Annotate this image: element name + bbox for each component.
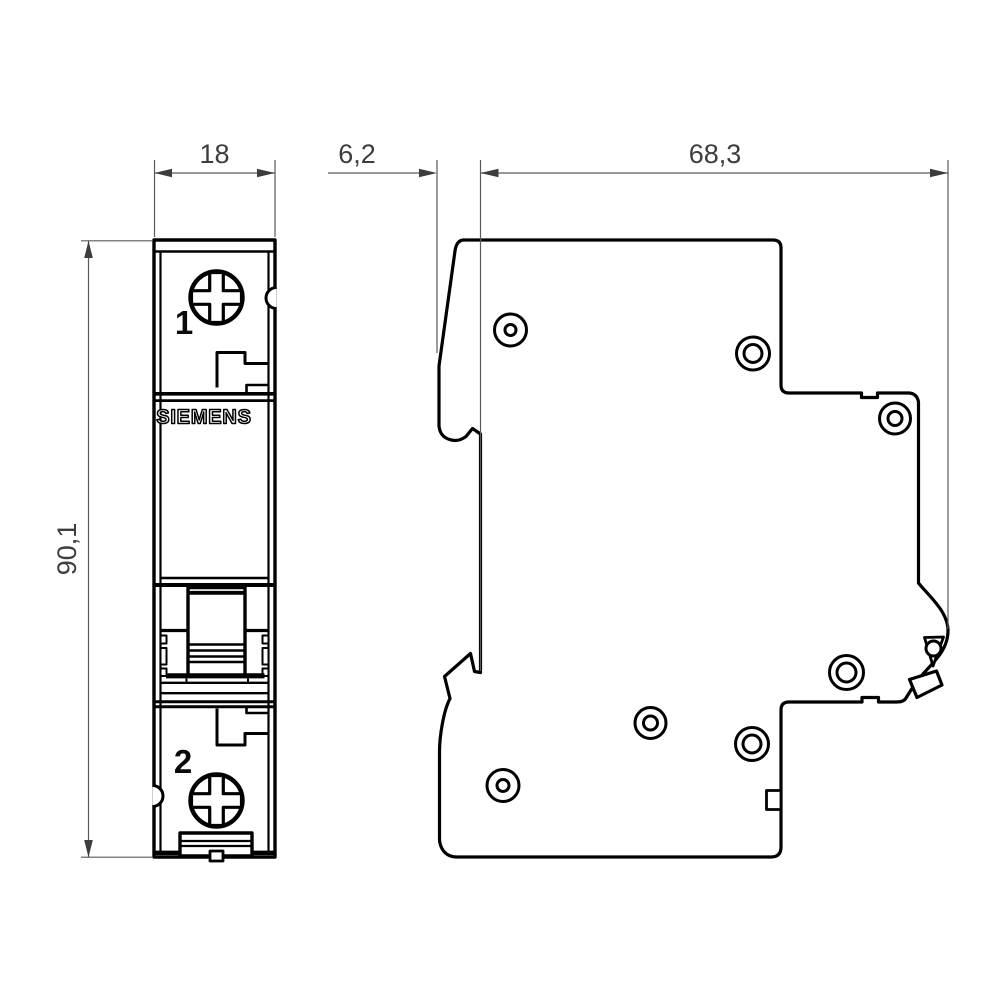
side-housing-outline	[437, 238, 950, 859]
arrow-up-icon	[84, 240, 93, 258]
step-contour-upper	[215, 351, 269, 388]
dimension-value-height: 90,1	[52, 523, 82, 576]
brand-label: SIEMENS	[156, 407, 252, 429]
side-view	[437, 238, 950, 859]
latch-release-tab	[907, 669, 944, 700]
dimension-rail-offset: 6,2	[328, 139, 438, 353]
front-view: 1 SIEMENS	[152, 238, 277, 863]
side-notch-left	[152, 784, 165, 808]
step-contour-lower-2	[245, 708, 269, 715]
dimension-value-rail-offset: 6,2	[338, 139, 376, 169]
terminal-screw-top	[188, 269, 245, 326]
dimension-depth: 68,3	[479, 139, 949, 671]
dimension-value-depth: 68,3	[689, 139, 742, 169]
dimension-front-width: 18	[153, 139, 276, 237]
side-notch-right	[264, 286, 277, 310]
rivet	[828, 654, 865, 691]
terminal-label-2: 2	[174, 743, 192, 780]
dimensions: 18 6,2 68,3 90,1	[52, 139, 949, 858]
arrow-right-icon	[930, 168, 948, 178]
arrow-left-icon	[154, 168, 172, 178]
rivet	[493, 312, 528, 348]
arrow-down-icon	[84, 840, 93, 858]
dimension-value-front-width: 18	[199, 139, 229, 169]
rivet	[734, 726, 770, 762]
side-small-tab	[765, 789, 783, 811]
step-contour-lower	[215, 708, 269, 747]
arrow-right-icon	[419, 168, 437, 178]
din-latch	[907, 635, 945, 700]
rivet	[485, 768, 521, 803]
step-contour-upper-2	[245, 383, 269, 392]
arrow-right-icon	[257, 168, 275, 178]
dimension-height: 90,1	[52, 240, 152, 858]
toggle-switch-block	[155, 576, 274, 695]
rivet	[633, 706, 668, 740]
terminal-screw-bottom	[188, 772, 245, 829]
front-housing-outline	[152, 238, 277, 859]
latch-pivot	[924, 639, 943, 658]
rivet	[878, 401, 912, 436]
din-rail-slider-clip	[178, 831, 254, 863]
terminal-label-1: 1	[175, 304, 193, 341]
arrow-left-icon	[480, 168, 499, 178]
rivet	[735, 335, 771, 372]
